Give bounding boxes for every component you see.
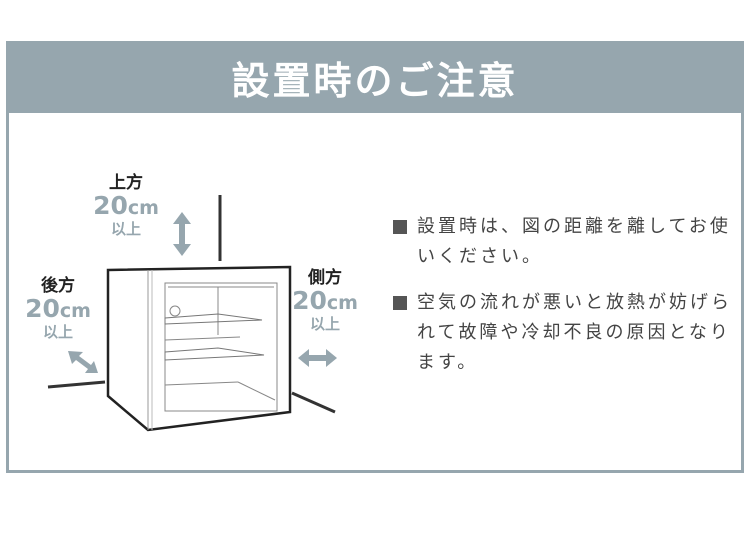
page-title: 設置時のご注意 bbox=[231, 58, 519, 103]
header-banner: 設置時のご注意 bbox=[6, 41, 744, 113]
back-clearance-label: 後方 20cm 以上 bbox=[22, 271, 94, 340]
back-distance: 20cm bbox=[25, 294, 91, 323]
notes-list: 設置時は、図の距離を離してお使いください。 空気の流れが悪いと放熱が妨げられて故… bbox=[393, 212, 733, 394]
square-bullet-icon bbox=[393, 296, 407, 310]
side-distance: 20cm bbox=[292, 286, 358, 315]
clearance-diagram: 上方 20cm 以上 後方 20cm 以上 側方 20cm 以上 bbox=[0, 0, 380, 476]
note-item: 空気の流れが悪いと放熱が妨げられて故障や冷却不良の原因となります。 bbox=[393, 288, 733, 378]
square-bullet-icon bbox=[393, 220, 407, 234]
top-distance: 20cm bbox=[93, 191, 159, 220]
fridge-illustration bbox=[47, 195, 337, 432]
side-clearance-label: 側方 20cm 以上 bbox=[289, 263, 361, 332]
note-item: 設置時は、図の距離を離してお使いください。 bbox=[393, 212, 733, 272]
top-clearance-label: 上方 20cm 以上 bbox=[90, 168, 162, 237]
